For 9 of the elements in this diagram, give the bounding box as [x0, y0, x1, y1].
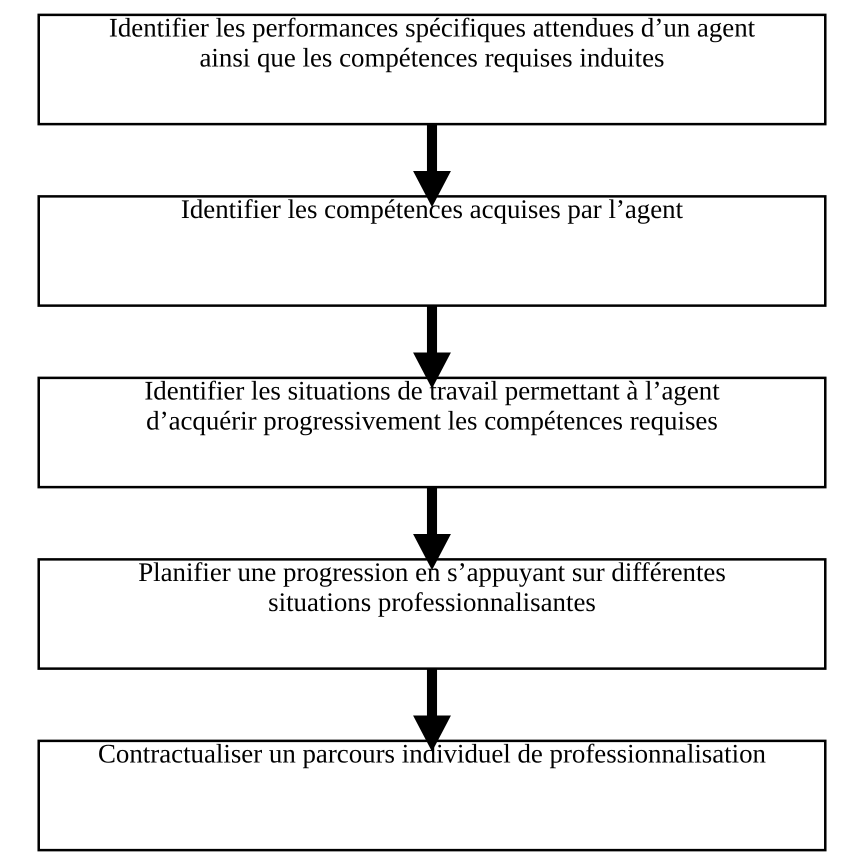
- arrow: [412, 668, 450, 752]
- node-box: Identifier les performances spécifiques attendues d’un agent ainsi que les compétences requises induites: [36, 14, 826, 126]
- arrow: [412, 487, 450, 570]
- node-box: Planifier une progression en s’appuyant sur différentes situations professionnalisantes: [36, 558, 826, 670]
- arrow: [412, 124, 450, 208]
- node-box: Contractualiser un parcours individuel de professionnalisation: [36, 740, 826, 852]
- node-box: Identifier les situations de travail permettant à l’agent d’acquérir progressivement les compétences requises: [36, 376, 826, 488]
- node-box: Identifier les compétences acquises par l’agent: [36, 195, 826, 307]
- arrow: [412, 306, 450, 389]
